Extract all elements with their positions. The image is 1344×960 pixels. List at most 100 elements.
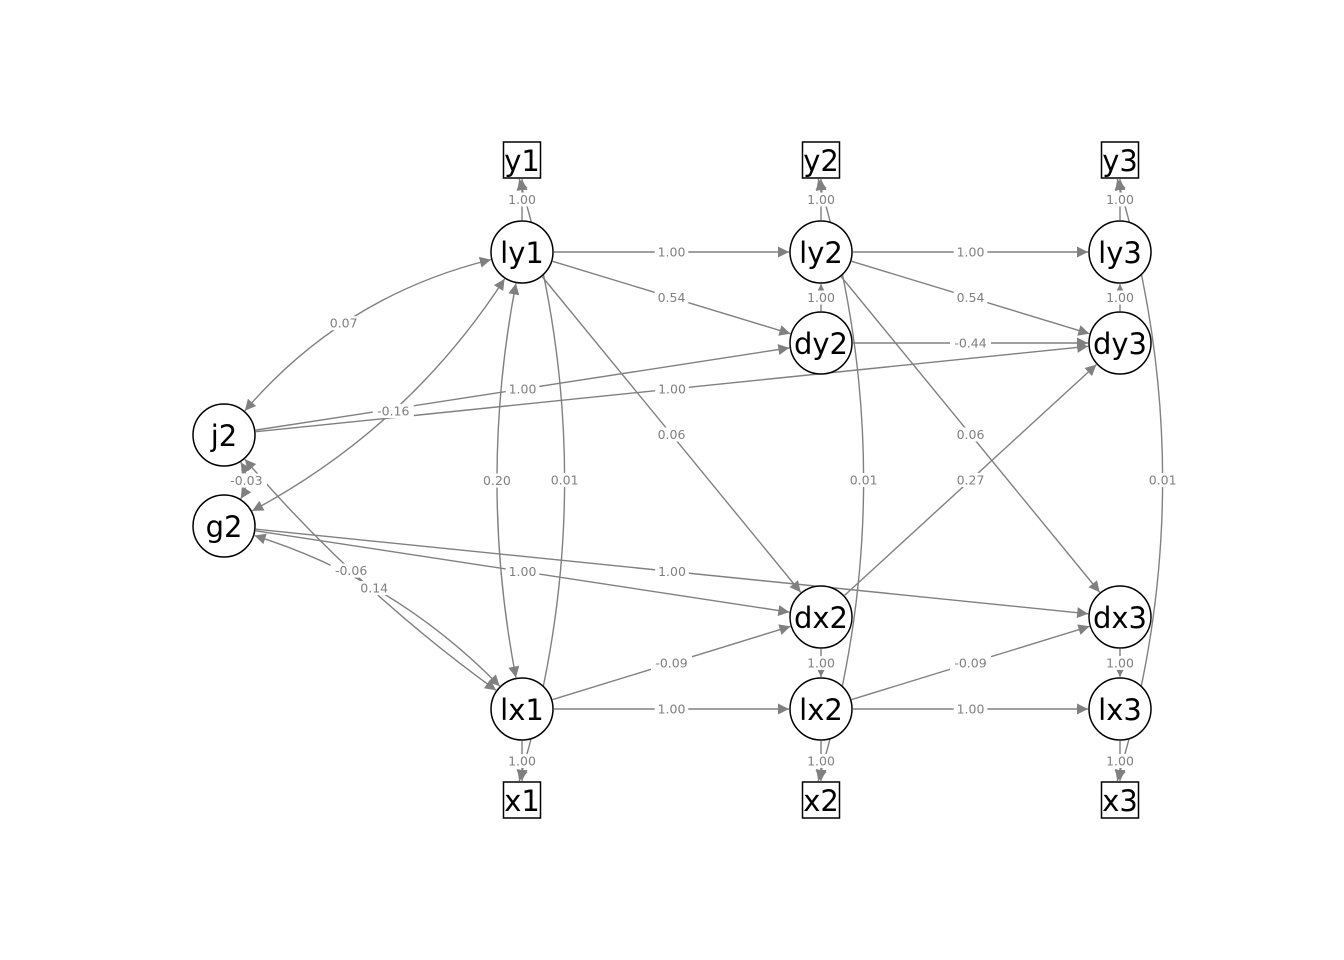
node-lx3-label: lx3	[1098, 693, 1142, 727]
node-dx2-label: dx2	[794, 601, 848, 635]
cov-j2-g2-label-text: -0.03	[230, 473, 262, 488]
edge-lx2-dx3-label-text: -0.09	[954, 656, 986, 671]
cov-y2-x2-label-bg	[846, 473, 881, 487]
edge-dx2-dy3-label-text: 0.27	[957, 473, 985, 488]
node-g2: g2	[192, 494, 256, 558]
edge-lx1-x1-label-text: 1.00	[508, 754, 536, 769]
node-y1-box	[502, 141, 542, 179]
edge-lx2-x2-label-bg	[804, 754, 838, 768]
node-x3: x3	[1100, 781, 1140, 819]
edge-lx1-dx2-label: -0.09	[651, 656, 692, 671]
edge-j2-dy3-label-text: 1.00	[658, 382, 686, 397]
edge-ly3-y3-label: 1.00	[1103, 192, 1137, 207]
edge-dy2-ly2-label-text: 1.00	[807, 290, 835, 305]
node-ly1: ly1	[490, 220, 554, 284]
edge-ly3-y3-label-text: 1.00	[1106, 192, 1134, 207]
cov-y1-x1-label-bg	[547, 473, 582, 487]
node-j2-label: j2	[210, 419, 238, 453]
edge-dy2-dy3-label-text: -0.44	[954, 336, 986, 351]
cov-j2-ly1	[244, 256, 492, 412]
edge-dy3-ly3-label-bg	[1103, 290, 1137, 305]
node-j2: j2	[192, 403, 256, 467]
node-dy3: dy3	[1088, 311, 1152, 375]
node-x3-label: x3	[1102, 784, 1138, 818]
edge-ly1-dx2-label-text: 0.06	[658, 427, 686, 442]
edge-lx1-dx2-label-text: -0.09	[655, 656, 687, 671]
node-ly1-label: ly1	[500, 236, 544, 270]
node-y1: y1	[502, 141, 542, 179]
node-x1: x1	[502, 781, 542, 819]
node-dy2-circle	[789, 311, 853, 375]
cov-j2-lx1-label: -0.06	[330, 563, 372, 578]
edge-dx3-lx3-label-text: 1.00	[1106, 656, 1134, 671]
edge-dx2-lx2-label-text: 1.00	[807, 656, 835, 671]
edge-lx2-x2-label: 1.00	[804, 754, 838, 769]
edge-ly3-y3-label-bg	[1103, 192, 1137, 207]
edge-ly2-dy3-label-text: 0.54	[957, 290, 985, 305]
edge-lx1-lx2-label: 1.00	[654, 702, 689, 717]
edge-ly2-ly3-label-text: 1.00	[957, 245, 985, 260]
cov-g2-ly1-label: -0.16	[372, 404, 414, 419]
cov-g2-lx1-label-bg	[357, 581, 392, 596]
node-dy2: dy2	[789, 311, 853, 375]
node-y2-label: y2	[803, 144, 839, 178]
node-y3-box	[1100, 141, 1140, 179]
cov-y3-x3-label-text: 0.01	[1149, 473, 1177, 488]
cov-y3-x3-label: 0.01	[1145, 473, 1180, 488]
edge-ly1-y1-label-bg	[505, 192, 539, 207]
node-y3-label: y3	[1102, 144, 1138, 178]
node-dx2-circle	[789, 585, 853, 649]
edge-lx2-dx3-label-bg	[950, 656, 991, 670]
edge-g2-dx2-label-bg	[505, 564, 540, 579]
edge-lx3-x3-label: 1.00	[1103, 754, 1137, 769]
node-dy2-label: dy2	[794, 327, 848, 361]
edge-dx2-lx2-label-bg	[804, 656, 838, 670]
cov-y1-x1-label: 0.01	[547, 473, 582, 488]
node-j2-circle	[192, 403, 256, 467]
edge-ly2-dx3-label-bg	[953, 427, 988, 442]
edge-j2-dy2-label-text: 1.00	[509, 382, 537, 397]
cov-y1-x1-label-text: 0.01	[551, 473, 579, 488]
cov-y3-x3-label-bg	[1145, 473, 1180, 487]
cov-j2-ly1-label-text: 0.07	[330, 316, 358, 331]
node-lx1-circle	[490, 677, 554, 741]
edge-g2-dx3-label: 1.00	[655, 564, 689, 579]
cov-j2-lx1-label-bg	[330, 563, 372, 578]
edge-g2-dx3-label-text: 1.00	[658, 564, 686, 579]
node-dy3-label: dy3	[1093, 327, 1147, 361]
node-y2: y2	[801, 141, 841, 179]
node-ly3: ly3	[1088, 220, 1152, 284]
node-y1-label: y1	[504, 144, 540, 178]
edge-dy2-ly2-label-bg	[804, 290, 838, 305]
node-lx2-label: lx2	[799, 693, 843, 727]
node-ly2-circle	[789, 220, 853, 284]
edge-ly2-dy3-label: 0.54	[953, 290, 988, 305]
node-lx3-circle	[1088, 677, 1152, 741]
edge-lx1-x1-label: 1.00	[505, 754, 539, 769]
edge-ly1-dy2-label: 0.54	[654, 290, 689, 305]
edge-j2-dy3-label: 1.00	[655, 382, 689, 397]
edge-dx2-dy3-label-bg	[953, 473, 988, 487]
edge-dy2-ly2-label: 1.00	[804, 290, 838, 305]
node-x1-box	[502, 781, 542, 819]
edge-lx2-dx3-label: -0.09	[950, 656, 991, 671]
edge-ly2-ly3-label: 1.00	[953, 245, 988, 260]
node-dx2: dx2	[789, 585, 853, 649]
node-ly2: ly2	[789, 220, 853, 284]
node-x2-label: x2	[803, 784, 839, 818]
cov-y2-x2-label: 0.01	[846, 473, 881, 488]
node-dx3: dx3	[1088, 585, 1152, 649]
edge-ly1-y1-label: 1.00	[505, 192, 539, 207]
edge-dy2-dy3-label-bg	[950, 336, 991, 350]
edge-lx3-x3-label-text: 1.00	[1106, 754, 1134, 769]
cov-g2-ly1	[251, 278, 506, 512]
edge-ly1-ly2-label: 1.00	[654, 245, 689, 260]
node-lx2: lx2	[789, 677, 853, 741]
cov-g2-ly1-label-bg	[372, 404, 414, 419]
cov-j2-g2-label-bg	[225, 473, 267, 488]
edge-ly1-dx2-label-bg	[654, 427, 689, 442]
edge-ly2-y2-label: 1.00	[804, 192, 838, 207]
node-dy3-circle	[1088, 311, 1152, 375]
node-lx1-label: lx1	[500, 693, 544, 727]
edge-lx1-lx2-label-text: 1.00	[658, 702, 686, 717]
